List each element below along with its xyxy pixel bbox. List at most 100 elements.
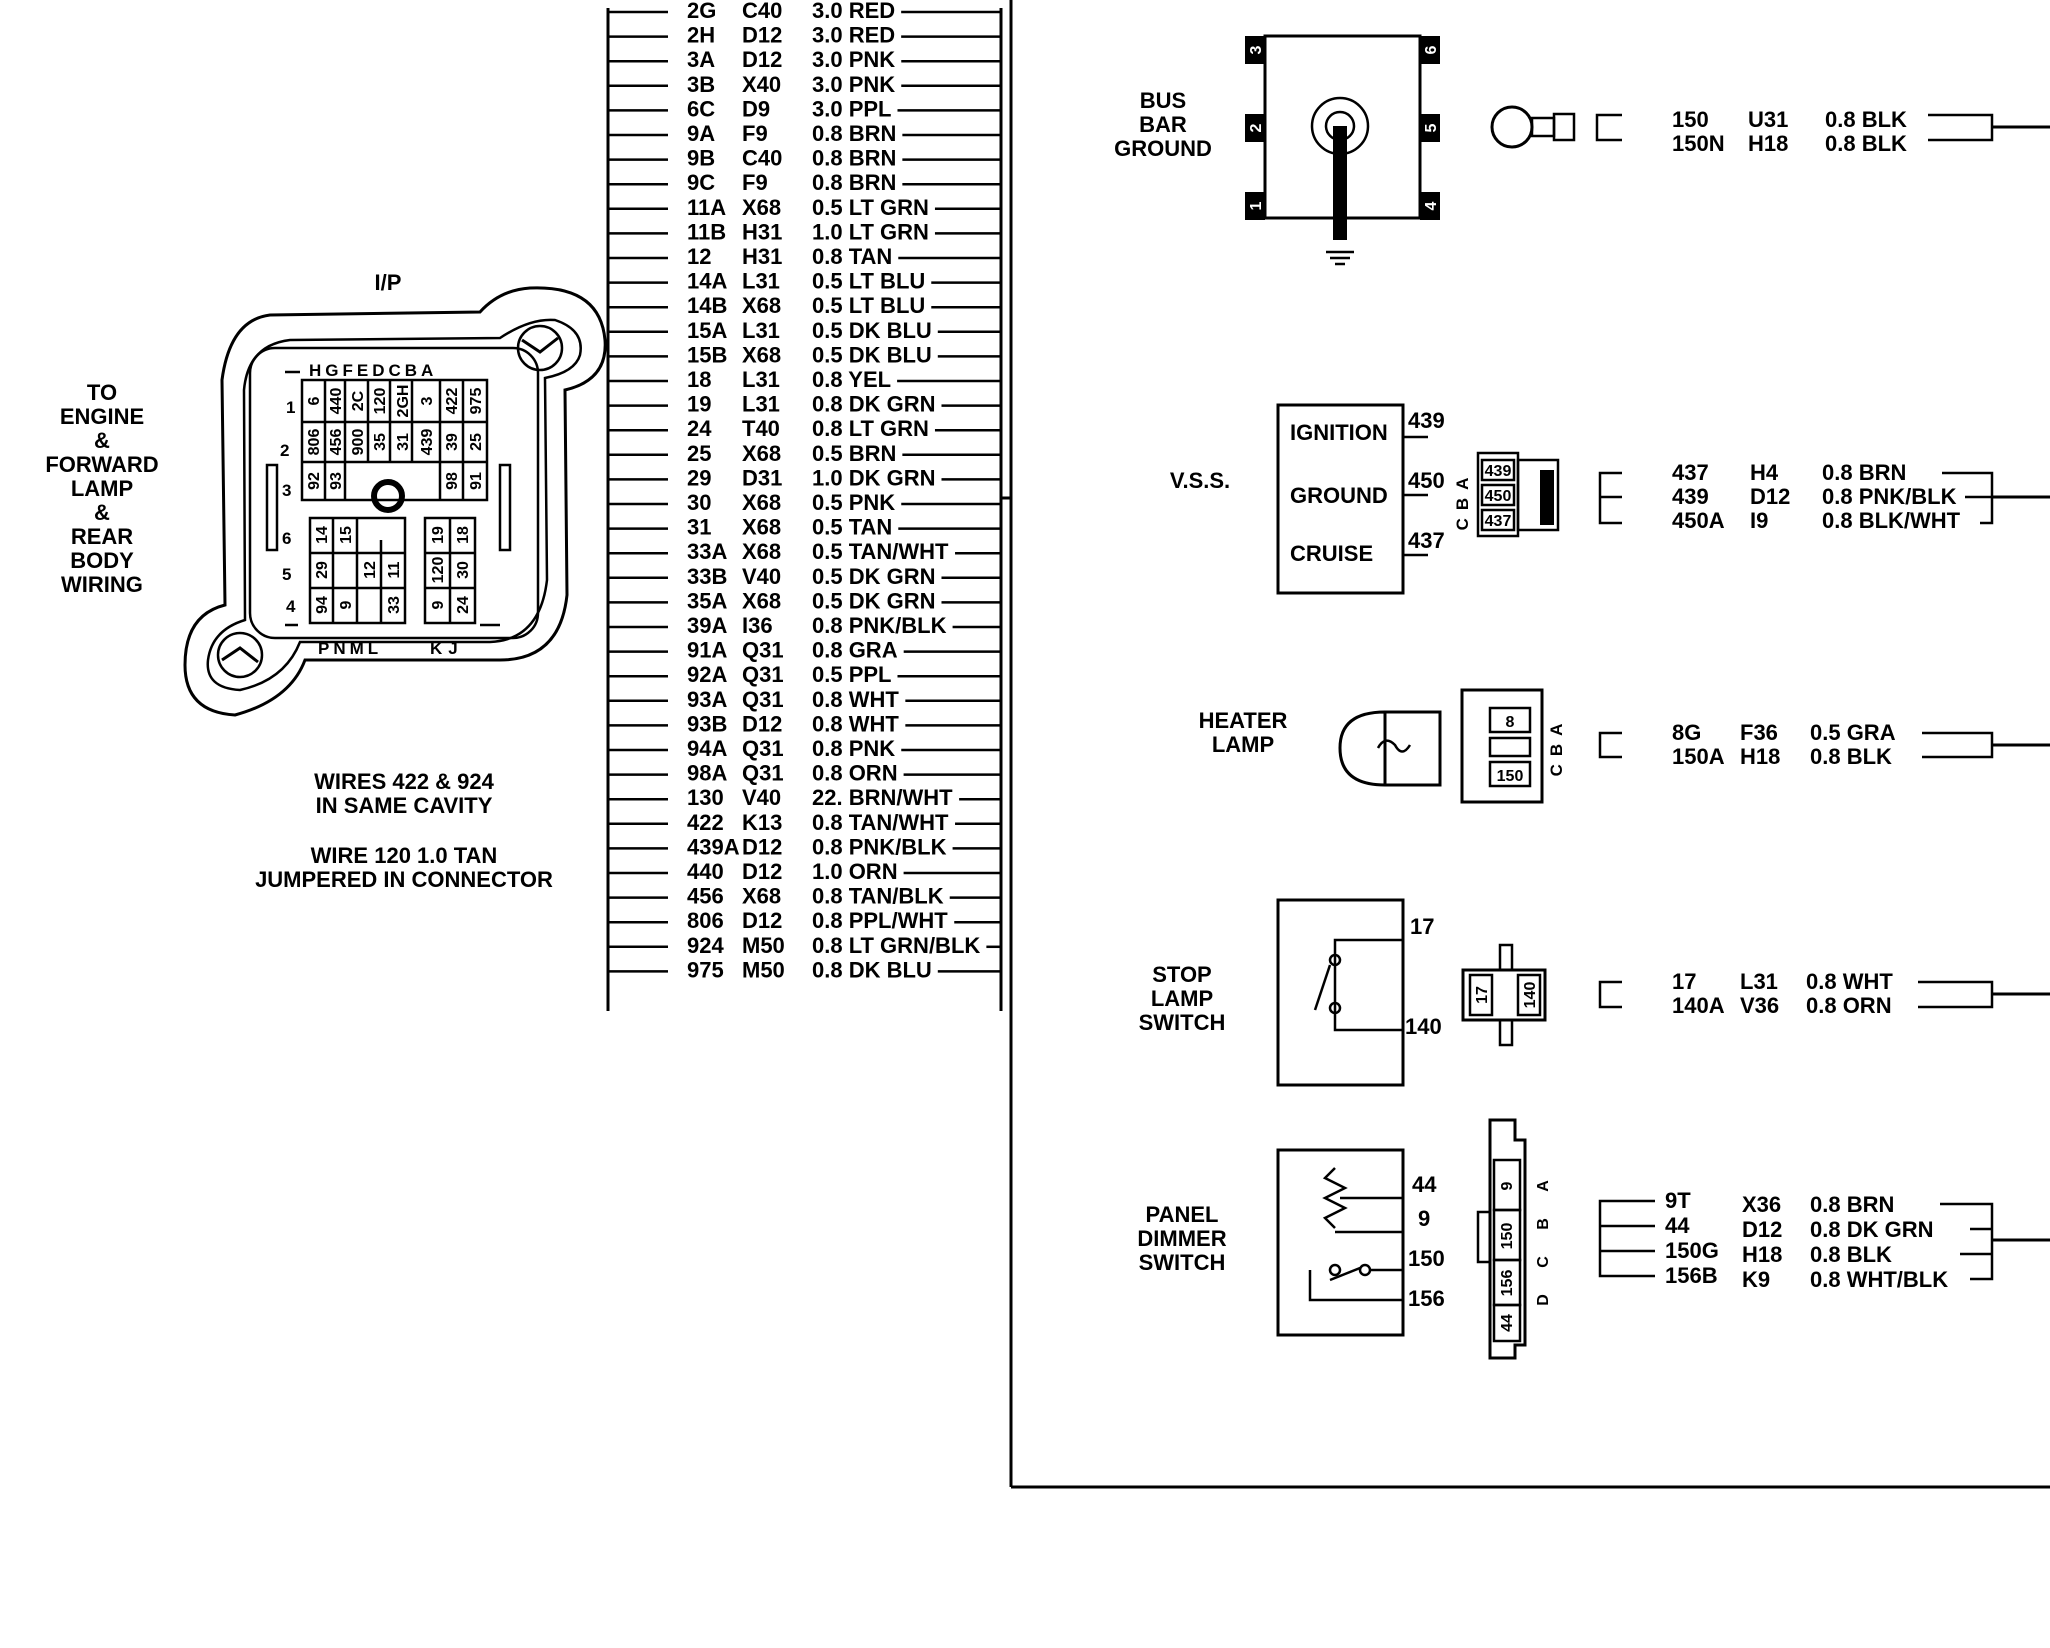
wire-spec: 3.0 RED: [812, 0, 895, 23]
wire-spec: 0.8 BLK: [1825, 131, 1907, 156]
vss-terminal-circuit: 437: [1408, 528, 1445, 553]
wire-spec: 0.8 TAN/BLK: [812, 884, 944, 909]
dimmer-cavity: 44: [1499, 1314, 1516, 1332]
wire-table-row: 92A Q31 0.5 PPL: [608, 662, 1001, 687]
wire-spec: 0.8 PNK/BLK: [812, 613, 947, 638]
cavity-label: 12: [362, 561, 379, 579]
cavity-label: 2GH: [395, 385, 412, 418]
wire-circuit: 33A: [687, 539, 727, 564]
side-label-line: &: [94, 428, 110, 453]
wire-spec: 0.8 WHT: [812, 687, 899, 712]
wire-spec: 0.8 BRN: [1822, 460, 1906, 485]
wire-location: V40: [742, 564, 781, 589]
side-label-line: ENGINE: [60, 404, 144, 429]
cavity-label: 33: [386, 596, 403, 614]
wire-circuit: 437: [1672, 460, 1709, 485]
wire-spec: 0.8 BLK/WHT: [1822, 508, 1961, 533]
wire-location: Q31: [742, 662, 784, 687]
bus-bar-pin: 5: [1423, 123, 1440, 132]
cavity-label: 15: [338, 526, 355, 544]
wire-spec: 0.8 BRN: [812, 146, 896, 171]
wire-circuit: 14B: [687, 293, 727, 318]
cavity-label: 6: [306, 396, 323, 405]
wire-circuit: 924: [687, 933, 724, 958]
wire-location: D12: [1750, 484, 1790, 509]
wire-circuit: 9C: [687, 170, 715, 195]
wire-circuit: 29: [687, 465, 711, 490]
wire-circuit: 11A: [687, 195, 726, 220]
stop-lamp-switch: STOP LAMP SWITCH 17 140 17 140 17 L31 0.…: [1139, 898, 2050, 1087]
ip-connector: I/P TO ENGINE & FORWARD LAMP & REAR BODY…: [45, 270, 607, 892]
dimmer-cavity-letter: B: [1535, 1218, 1552, 1230]
cavity-label: 806: [306, 429, 323, 456]
wire-spec: 0.8 TAN/WHT: [812, 810, 949, 835]
side-label-line: BODY: [70, 548, 134, 573]
wire-spec: 0.5 PPL: [812, 662, 891, 687]
wire-circuit: 8G: [1672, 720, 1701, 745]
side-label-line: WIRING: [61, 572, 143, 597]
wire-circuit: 15A: [687, 318, 727, 343]
cavity-number: 1: [286, 398, 295, 417]
ip-upper-cavities: 6 440 2C 120 2GH 3 422 975 806 456 900 3…: [300, 378, 489, 502]
wire-spec: 0.5 GRA: [1810, 720, 1896, 745]
wire-circuit: 9B: [687, 146, 715, 171]
wire-spec: 0.5 DK BLU: [812, 318, 932, 343]
wire-location: H31: [742, 244, 782, 269]
wire-circuit: 17: [1672, 969, 1696, 994]
wire-circuit: 92A: [687, 662, 727, 687]
dimmer-label-line: DIMMER: [1137, 1226, 1226, 1251]
wire-table-row: 2G C40 3.0 RED: [608, 0, 1001, 23]
bus-bar-label-line: GROUND: [1114, 136, 1212, 161]
wire-spec: 0.5 LT BLU: [812, 269, 925, 294]
wire-circuit: 440: [687, 859, 724, 884]
wire-location: X68: [742, 588, 781, 613]
wire-spec: 0.8 BLK: [1810, 744, 1892, 769]
cavity-label: 39: [444, 433, 461, 451]
wire-circuit: 98A: [687, 761, 727, 786]
wire-circuit: 2G: [687, 0, 716, 23]
wire-circuit: 456: [687, 884, 724, 909]
wire-circuit: 150G: [1665, 1238, 1719, 1263]
wire-spec: 0.8 PNK: [812, 736, 895, 761]
wire-spec: 3.0 PPL: [812, 96, 891, 121]
panel-dimmer-switch: PANEL DIMMER SWITCH 44 9 150 156 9 150 1…: [1137, 1118, 2050, 1360]
bus-bar-pin: 1: [1248, 201, 1265, 210]
cavity-number: 6: [282, 529, 291, 548]
stop-lamp-label-line: SWITCH: [1139, 1010, 1226, 1035]
wire-location: X40: [742, 72, 781, 97]
wire-circuit: 33B: [687, 564, 727, 589]
wire-location: H18: [1748, 131, 1788, 156]
side-label-line: FORWARD: [45, 452, 158, 477]
wire-circuit: 439: [1672, 484, 1709, 509]
wire-spec: 0.8 BRN: [1810, 1192, 1894, 1217]
wire-location: Q31: [742, 638, 784, 663]
wire-circuit: 150N: [1672, 131, 1725, 156]
wire-location: C40: [742, 0, 782, 23]
wire-circuit: 156B: [1665, 1263, 1718, 1288]
ip-notes: WIRES 422 & 924 IN SAME CAVITY WIRE 120 …: [255, 769, 553, 892]
ip-top-letters: HGFEDCBA: [309, 361, 437, 380]
wire-spec: 0.8 LT GRN/BLK: [812, 933, 980, 958]
dimmer-terminal: 44: [1412, 1172, 1437, 1197]
wire-location: D12: [742, 711, 782, 736]
wire-spec: 3.0 PNK: [812, 47, 895, 72]
wire-location: V40: [742, 785, 781, 810]
wire-location: D12: [1742, 1217, 1782, 1242]
wire-location: Q31: [742, 687, 784, 712]
bus-bar-pin: 4: [1423, 201, 1440, 210]
